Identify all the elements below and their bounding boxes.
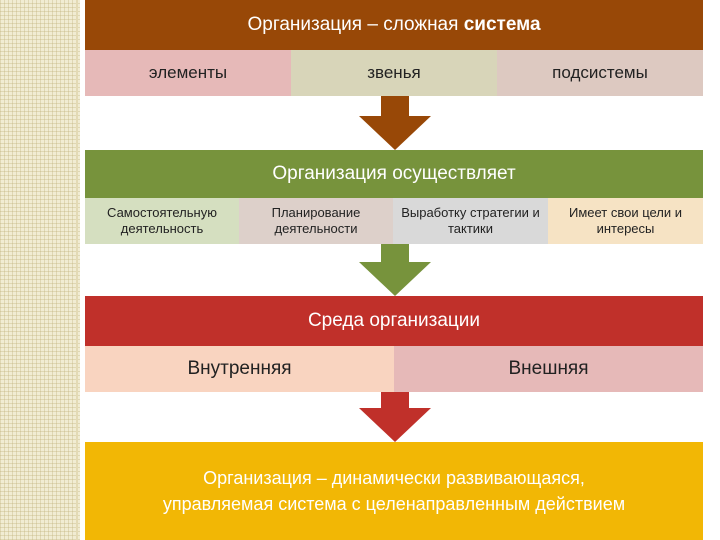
item-elements: элементы bbox=[85, 50, 291, 96]
item-independent-activity-label: Самостоятельную деятельность bbox=[107, 205, 217, 236]
item-own-goals-label: Имеет свои цели и интересы bbox=[568, 205, 683, 236]
block3-title: Среда организации bbox=[307, 310, 481, 331]
block2-title: Организация осуществляет bbox=[272, 163, 516, 184]
block-dynamic-system-conclusion: Организация – динамически развивающаяся,… bbox=[85, 442, 703, 540]
decorative-side-pattern bbox=[0, 0, 80, 540]
item-external: Внешняя bbox=[394, 346, 703, 392]
block1-title-prefix: Организация – сложная bbox=[247, 14, 459, 35]
block-environment-title: Среда организации bbox=[85, 296, 703, 346]
item-activity-planning: Планирование деятельности bbox=[239, 198, 393, 244]
item-strategy-tactics: Выработку стратегии и тактики bbox=[393, 198, 548, 244]
item-external-label: Внешняя bbox=[508, 358, 589, 379]
item-internal: Внутренняя bbox=[85, 346, 394, 392]
down-arrow-brown bbox=[359, 96, 431, 150]
down-arrow-red bbox=[359, 392, 431, 442]
item-links: звенья bbox=[291, 50, 497, 96]
item-links-label: звенья bbox=[367, 63, 421, 82]
item-own-goals: Имеет свои цели и интересы bbox=[548, 198, 703, 244]
item-activity-planning-label: Планирование деятельности bbox=[271, 205, 361, 236]
item-internal-label: Внутренняя bbox=[187, 358, 292, 379]
item-independent-activity: Самостоятельную деятельность bbox=[85, 198, 239, 244]
item-elements-label: элементы bbox=[148, 63, 228, 82]
decorative-divider bbox=[76, 0, 78, 540]
block-organization-does-title: Организация осуществляет bbox=[85, 150, 703, 198]
block-complex-system-title: Организация – сложная система bbox=[85, 0, 703, 50]
block4-line1: Организация – динамически развивающаяся, bbox=[203, 468, 585, 488]
block1-title-bold: система bbox=[463, 14, 541, 35]
item-subsystems: подсистемы bbox=[497, 50, 703, 96]
block4-line2: управляемая система с целенаправленным д… bbox=[162, 494, 626, 514]
item-strategy-tactics-label: Выработку стратегии и тактики bbox=[401, 205, 540, 236]
item-subsystems-label: подсистемы bbox=[552, 63, 648, 82]
down-arrow-green bbox=[359, 244, 431, 296]
